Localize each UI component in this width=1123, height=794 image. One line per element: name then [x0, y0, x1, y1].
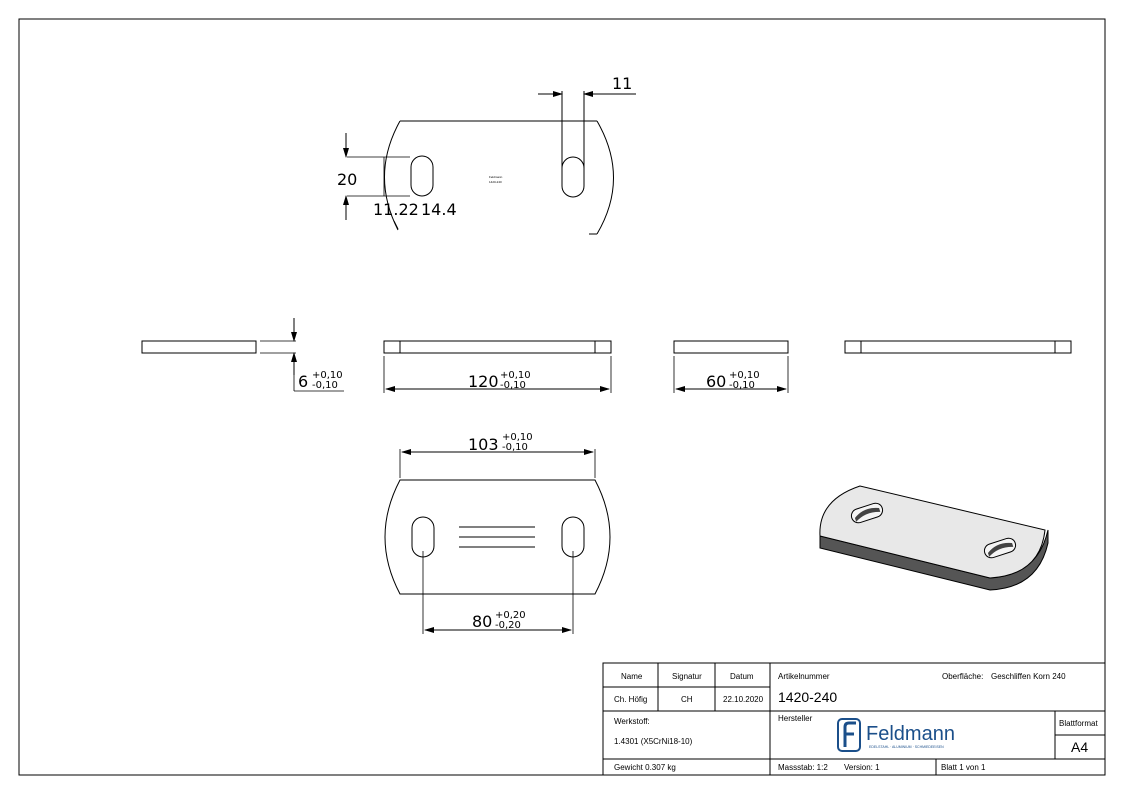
iso-slot-right	[983, 537, 1017, 559]
iso-slot-left	[850, 502, 884, 524]
dim-width: 60	[706, 372, 726, 391]
dim-slot-radius: 11.22	[373, 200, 419, 219]
engraving-line-2: 1420-240	[489, 180, 502, 184]
tb-col-name: Name	[621, 672, 643, 681]
detail-slot-right-end	[561, 156, 585, 169]
edge-view-front	[383, 340, 612, 354]
tb-signatur-value: CH	[681, 695, 693, 704]
edge-view-back	[844, 340, 1072, 354]
dim-hole-spacing: 80	[472, 612, 492, 631]
dim-length-tol-plus: +0,10	[500, 370, 531, 381]
tb-gewicht: Gewicht 0.307 kg	[614, 763, 676, 772]
tb-col-signatur: Signatur	[672, 672, 702, 681]
tb-datum-value: 22.10.2020	[723, 695, 764, 704]
dim-hole-spacing-tol-plus: +0,20	[495, 610, 526, 621]
dim-flat-length-tol-minus: -0,10	[502, 442, 528, 453]
title-block	[602, 662, 1106, 776]
dim-slot-width: 11	[612, 74, 632, 93]
dim-length: 120	[468, 372, 499, 391]
tb-hersteller-label: Hersteller	[778, 714, 813, 723]
detail-view	[343, 91, 636, 235]
tb-name-value: Ch. Höfig	[614, 695, 647, 704]
detail-slot-left	[410, 155, 434, 197]
dim-slot-length: 20	[337, 170, 357, 189]
engraving-line-1: Feldmann	[489, 175, 503, 179]
tb-blattformat-label: Blattformat	[1059, 719, 1098, 728]
tb-artikelnummer-value: 1420-240	[778, 689, 837, 705]
dim-length-tol-minus: -0,10	[500, 380, 526, 391]
iso-plate-top	[819, 485, 1046, 579]
detail-plate-right-arc	[596, 120, 614, 235]
dim-hole-spacing-tol-minus: -0,20	[495, 620, 521, 631]
logo-name: Feldmann	[866, 723, 955, 745]
tb-oberflaeche-value: Geschliffen Korn 240	[991, 672, 1066, 681]
dim-thickness: 6	[298, 372, 308, 391]
dim-flat-length: 103	[468, 435, 499, 454]
feldmann-logo: Feldmann EDELSTAHL · ALUMINIUM · SCHMIED…	[837, 718, 955, 752]
tb-col-datum: Datum	[730, 672, 754, 681]
tb-blatt: Blatt 1 von 1	[941, 763, 986, 772]
top-view	[384, 449, 611, 634]
tb-version: Version: 1	[844, 763, 880, 772]
dim-flat-length-tol-plus: +0,10	[502, 432, 533, 443]
tb-werkstoff-value: 1.4301 (X5CrNi18-10)	[614, 737, 693, 746]
edge-view-side	[673, 340, 789, 354]
top-plate-outline	[384, 479, 611, 595]
dim-width-tol-minus: -0,10	[729, 380, 755, 391]
detail-plate-left-arc	[384, 120, 401, 231]
dim-width-tol-plus: +0,10	[729, 370, 760, 381]
tb-blattformat-value: A4	[1071, 739, 1088, 755]
dim-thickness-tol-plus: +0,10	[312, 370, 343, 381]
edge-views	[141, 318, 1072, 393]
detail-slot-right	[561, 91, 585, 198]
sheet-border	[18, 18, 1106, 776]
tb-werkstoff-label: Werkstoff:	[614, 717, 650, 726]
tb-massstab: Massstab: 1:2	[778, 763, 828, 772]
edge-view-left	[141, 340, 257, 354]
dim-thickness-tol-minus: -0,10	[312, 380, 338, 391]
dim-arc-radius: 14.4	[421, 200, 457, 219]
tb-oberflaeche-label: Oberfläche:	[942, 672, 983, 681]
isometric-view	[819, 485, 1049, 591]
logo-tagline: EDELSTAHL · ALUMINIUM · SCHMIEDEEISEN	[869, 745, 944, 749]
tb-artikelnummer-label: Artikelnummer	[778, 672, 830, 681]
